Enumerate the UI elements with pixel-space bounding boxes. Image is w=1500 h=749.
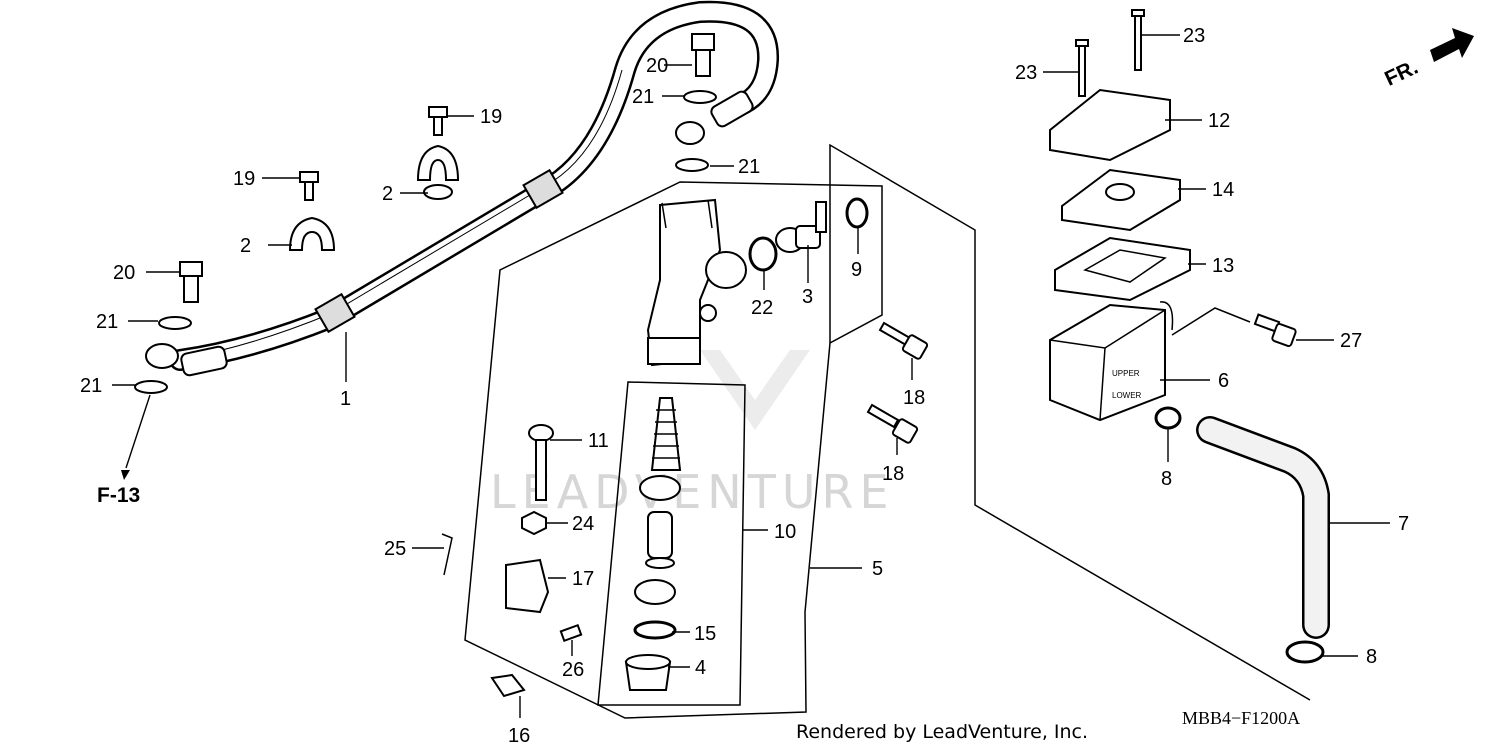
callout-23a: 23 — [1015, 62, 1037, 84]
callout-15: 15 — [694, 623, 716, 645]
master-cylinder-body — [646, 198, 747, 367]
screw-19-top — [428, 106, 448, 136]
primary-cup — [639, 475, 681, 501]
leader-lines — [112, 34, 1390, 718]
callout-24: 24 — [572, 513, 594, 535]
fluid-reservoir: UPPER LOWER — [1049, 301, 1174, 422]
callout-19b: 19 — [480, 106, 502, 128]
reservoir-upper-mark: UPPER — [1112, 369, 1140, 378]
sealing-washer-4 — [675, 158, 709, 172]
callout-22: 22 — [751, 297, 773, 319]
callout-21a: 21 — [96, 311, 118, 333]
front-direction-arrow: FR. — [1381, 28, 1474, 91]
push-rod — [528, 424, 554, 501]
callout-16: 16 — [508, 725, 530, 747]
push-rod-joint — [505, 558, 550, 614]
callout-21d: 21 — [738, 156, 760, 178]
hose-clamp-base — [423, 184, 453, 200]
cap-screw-right — [1131, 9, 1145, 71]
callout-20b: 20 — [646, 55, 668, 77]
screw-19-left — [299, 171, 319, 201]
reservoir-bolt — [1253, 313, 1297, 348]
callout-2b: 2 — [382, 183, 393, 205]
banjo-fitting-top — [675, 121, 705, 145]
callout-5: 5 — [872, 558, 883, 580]
callout-3: 3 — [802, 286, 813, 308]
callout-26: 26 — [562, 659, 584, 681]
callout-13: 13 — [1212, 255, 1234, 277]
callout-14: 14 — [1212, 179, 1234, 201]
reference-label: F-13 — [97, 484, 140, 507]
credit-text: Rendered by LeadVenture, Inc. — [796, 721, 1088, 743]
callout-12: 12 — [1208, 110, 1230, 132]
banjo-bolt-top — [691, 33, 715, 77]
watermark-text: LEADVENTURE — [490, 465, 895, 519]
joint-circlip — [845, 197, 869, 229]
callout-8b: 8 — [1366, 646, 1377, 668]
callout-25: 25 — [384, 538, 406, 560]
return-spring — [650, 397, 682, 471]
cotter-pin — [441, 533, 453, 576]
callout-1: 1 — [340, 388, 351, 410]
reservoir-group-outline — [829, 143, 1311, 701]
callout-10: 10 — [774, 521, 796, 543]
circlip — [633, 620, 677, 640]
callout-4: 4 — [695, 657, 706, 679]
rod-clip — [490, 673, 526, 698]
banjo-bolt-left — [179, 261, 203, 303]
callouts: 1 2 2 3 4 5 6 7 8 8 9 10 11 12 13 14 15 … — [80, 25, 1409, 747]
callout-18a: 18 — [903, 387, 925, 409]
callout-2a: 2 — [240, 235, 251, 257]
hose-clip-lower — [1285, 640, 1325, 664]
reservoir-lower-mark: LOWER — [1112, 391, 1142, 400]
joint-nut — [521, 510, 547, 536]
callout-23b: 23 — [1183, 25, 1205, 47]
callout-27: 27 — [1340, 330, 1362, 352]
cap-screw-left — [1075, 39, 1089, 97]
callout-17: 17 — [572, 568, 594, 590]
reference-arrow — [121, 394, 151, 480]
reservoir-hose-joint — [775, 201, 827, 253]
mounting-bolt-upper — [878, 321, 929, 360]
callout-8a: 8 — [1161, 468, 1172, 490]
brake-hose — [169, 0, 780, 377]
callout-21c: 21 — [632, 86, 654, 108]
sealing-washer-2 — [134, 380, 168, 394]
joint-pin — [559, 623, 583, 643]
callout-20a: 20 — [113, 262, 135, 284]
sealing-washer-3 — [683, 90, 717, 104]
piston — [645, 511, 675, 569]
mounting-bolt-lower — [866, 403, 919, 444]
front-direction-label: FR. — [1381, 56, 1421, 91]
callout-6: 6 — [1218, 370, 1229, 392]
secondary-cup — [634, 579, 676, 605]
diagram-code: MBB4−F1200A — [1182, 708, 1300, 728]
hose-clamp-lower — [288, 216, 336, 251]
callout-19a: 19 — [233, 168, 255, 190]
hose-clamp-upper — [416, 144, 460, 181]
o-ring — [748, 236, 778, 272]
reservoir-diaphragm — [1054, 236, 1191, 302]
callout-9: 9 — [851, 259, 862, 281]
callout-18b: 18 — [882, 463, 904, 485]
reservoir-cap — [1049, 88, 1171, 162]
callout-21b: 21 — [80, 375, 102, 397]
piston-kit-outline — [597, 381, 746, 706]
hose-clip-upper — [1154, 406, 1182, 430]
master-cylinder-assembly-outline — [464, 181, 883, 719]
sealing-washer-1 — [158, 316, 192, 330]
callout-11: 11 — [588, 430, 609, 452]
watermark: LEADVENTURE — [490, 350, 895, 519]
callout-7: 7 — [1398, 513, 1409, 535]
banjo-fitting-left — [145, 343, 179, 369]
